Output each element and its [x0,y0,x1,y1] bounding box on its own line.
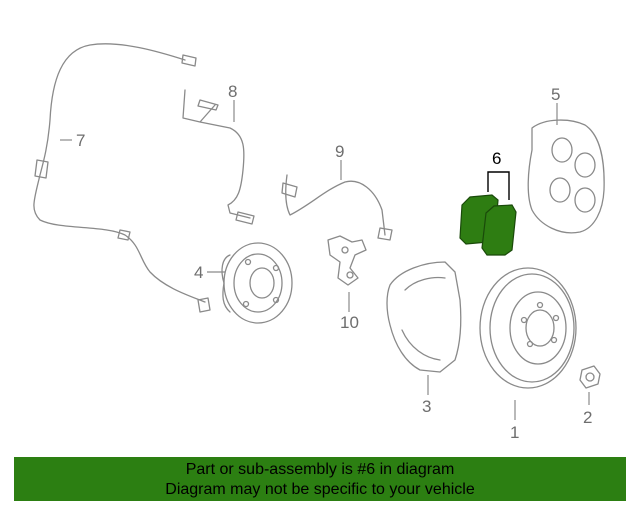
bracket-part[interactable] [327,235,367,286]
callout-9: 9 [335,142,344,161]
callout-3: 3 [422,397,431,416]
brake-caliper-part[interactable] [527,119,605,234]
parts-diagram: 1 2 3 4 5 6 7 8 9 10 [33,43,605,442]
callout-1: 1 [510,423,519,442]
wheel-hub-part[interactable] [221,242,293,324]
callout-5: 5 [551,85,560,104]
brake-hose-part[interactable] [281,174,393,241]
callout-8: 8 [228,82,237,101]
banner-line-part-number: Part or sub-assembly is #6 in diagram [185,461,455,478]
brake-rotor-part[interactable] [479,267,577,389]
brake-pads-part[interactable] [459,194,517,256]
callout-4: 4 [194,263,203,282]
callout-6: 6 [492,149,501,168]
wear-sensor-part[interactable] [182,89,255,225]
splash-shield-part[interactable] [386,261,462,373]
callout-10: 10 [340,313,359,332]
callout-2: 2 [583,408,592,427]
abs-sensor-wire-part[interactable] [33,43,211,313]
info-banner: Part or sub-assembly is #6 in diagram Di… [14,457,626,501]
callout-7: 7 [76,131,85,150]
banner-line-disclaimer: Diagram may not be specific to your vehi… [165,481,475,498]
bolt-part[interactable] [579,365,601,389]
